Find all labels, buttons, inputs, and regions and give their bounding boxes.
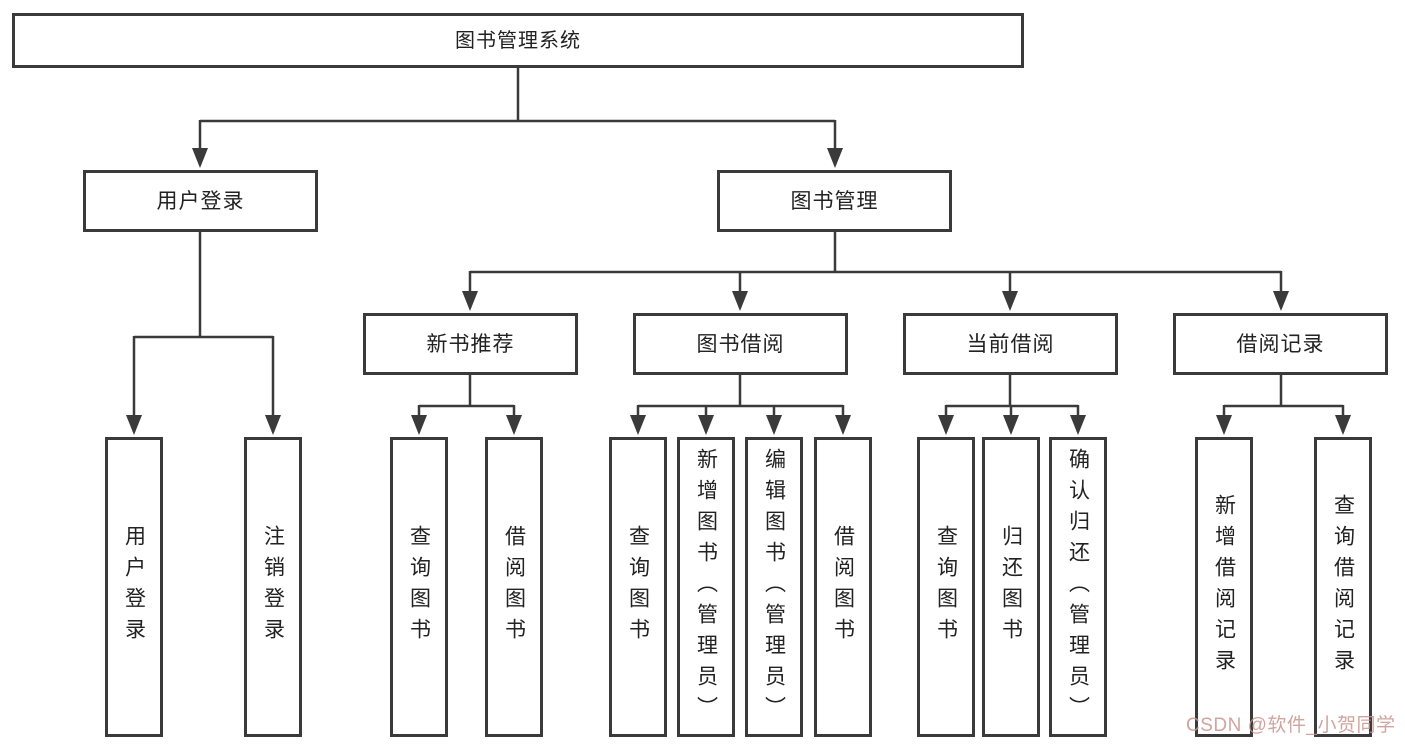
node-query-books-recommend: 查询图书 — [390, 437, 448, 737]
node-borrow-books-recommend: 借阅图书 — [485, 437, 543, 737]
node-query-books-borrow: 查询图书 — [609, 437, 667, 737]
connector-user-login — [126, 232, 281, 435]
node-query-books-current: 查询图书 — [917, 437, 975, 737]
node-user-login-leaf: 用户登录 — [105, 437, 163, 737]
node-borrow-books-leaf: 借阅图书 — [814, 437, 872, 737]
node-logout: 注销登录 — [244, 437, 302, 737]
node-return-books: 归还图书 — [982, 437, 1040, 737]
node-book-borrow: 图书借阅 — [633, 313, 848, 375]
node-book-management: 图书管理 — [717, 170, 952, 232]
connector-new-book-recommend — [411, 375, 522, 435]
node-user-login: 用户登录 — [83, 170, 318, 232]
node-library-system: 图书管理系统 — [12, 13, 1024, 68]
node-current-borrow: 当前借阅 — [903, 313, 1118, 375]
node-new-book-recommend: 新书推荐 — [363, 313, 578, 375]
csdn-watermark: CSDN @软件_小贺同学 — [1186, 715, 1396, 736]
connector-borrow-records — [1216, 375, 1351, 435]
connector-current-borrow — [938, 375, 1086, 435]
node-add-books-admin: 新增图书（管理员） — [677, 437, 735, 737]
node-query-borrow-record: 查询借阅记录 — [1314, 437, 1372, 737]
node-add-borrow-record: 新增借阅记录 — [1195, 437, 1253, 737]
connector-book-borrow — [630, 375, 851, 435]
node-borrow-records: 借阅记录 — [1173, 313, 1388, 375]
connector-root — [192, 68, 843, 168]
connector-book-management — [462, 232, 1289, 311]
node-edit-books-admin: 编辑图书（管理员） — [745, 437, 803, 737]
node-confirm-return-admin: 确认归还（管理员） — [1049, 437, 1107, 737]
